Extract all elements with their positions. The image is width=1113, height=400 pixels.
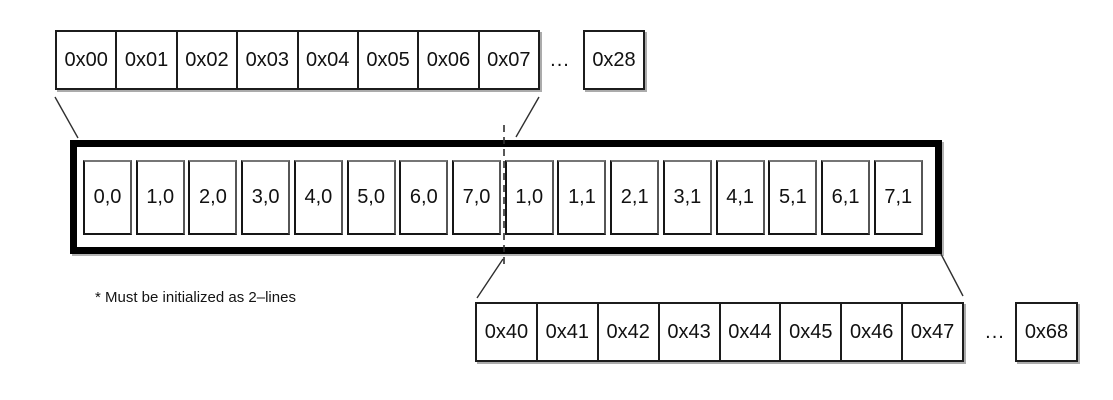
connector-line-top-right (515, 96, 540, 138)
buffer-cell: 5,1 (768, 159, 818, 235)
buffer-cell: 6,0 (399, 159, 449, 235)
address-cell: 0x04 (296, 32, 357, 88)
address-cell: 0x47 (901, 304, 962, 360)
address-cell-tail-bottom: 0x68 (1015, 302, 1078, 362)
address-cell: 0x00 (64, 48, 108, 71)
address-cell: 0x46 (840, 304, 901, 360)
buffer-cell: 1,0 (135, 159, 185, 235)
buffer-cell: 7,1 (873, 159, 923, 235)
address-cell: 0x41 (535, 304, 597, 360)
address-cell: 0x01 (115, 32, 175, 88)
address-cell: 0x07 (477, 32, 538, 88)
buffer-cell: 7,0 (452, 159, 502, 235)
buffer-cell: 3,0 (241, 159, 291, 235)
buffer-cell: 6,1 (821, 159, 871, 235)
buffer-cell: 5,0 (346, 159, 396, 235)
ellipsis-bottom: ... (985, 320, 1005, 343)
buffer-cell: 4,1 (715, 159, 765, 235)
connector-line-top-left (54, 96, 79, 139)
address-cell: 0x42 (596, 304, 658, 360)
address-cell: 0x03 (236, 32, 296, 88)
buffer-cell: 1,0 (504, 159, 554, 235)
address-cell: 0x44 (718, 304, 780, 360)
address-cell: 0x05 (356, 32, 417, 88)
buffer-cell: 2,0 (188, 159, 238, 235)
ellipsis-top: ... (550, 48, 570, 71)
buffer-cell: 3,1 (662, 159, 712, 235)
address-cell: 0x43 (657, 304, 719, 360)
address-cell: 0x06 (417, 32, 477, 88)
buffer-cell: 1,1 (557, 159, 607, 235)
connector-line-bottom-left (476, 258, 504, 299)
note-text: * Must be initialized as 2–lines (95, 289, 296, 306)
address-cell: 0x02 (175, 32, 236, 88)
buffer-cell: 2,1 (610, 159, 660, 235)
top-address-row: 0x00 0x01 0x02 0x03 0x04 0x05 0x06 0x07 (55, 30, 540, 90)
address-cell-tail-top: 0x28 (583, 30, 645, 90)
connector-line-bottom-right (940, 253, 964, 297)
buffer-cell: 4,0 (293, 159, 343, 235)
buffer-cell: 0,0 (83, 159, 132, 235)
address-cell: 0x40 (484, 320, 529, 343)
display-buffer-box: 0,0 1,0 2,0 3,0 4,0 5,0 6,0 7,0 1,0 1,1 … (70, 140, 942, 254)
address-cell: 0x45 (779, 304, 840, 360)
bottom-address-row: 0x40 0x41 0x42 0x43 0x44 0x45 0x46 0x47 (475, 302, 964, 362)
